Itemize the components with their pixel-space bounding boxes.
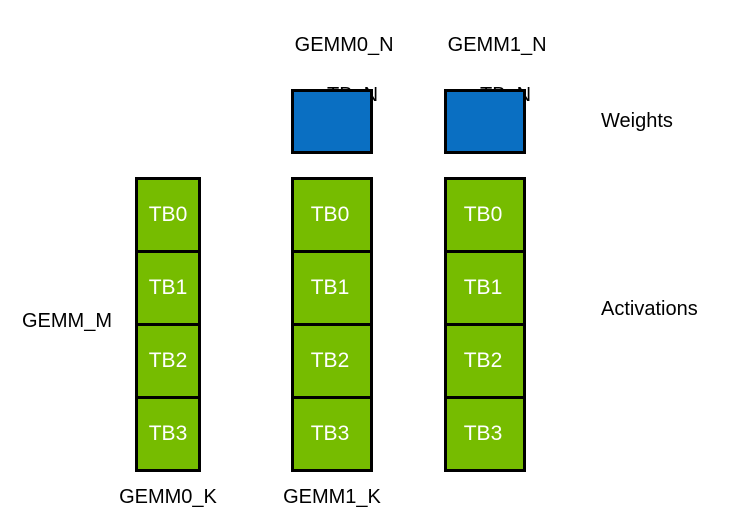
activation-cell: TB0 bbox=[444, 177, 526, 253]
activation-cell-label: TB2 bbox=[148, 349, 188, 372]
activation-cell-label: TB1 bbox=[463, 276, 503, 299]
activation-cell-label: TB0 bbox=[148, 203, 188, 226]
activation-cell-label: TB3 bbox=[310, 422, 350, 445]
activation-cell: TB0 bbox=[291, 177, 373, 253]
activation-cell: TB2 bbox=[444, 323, 526, 399]
gemm1-k-label: GEMM1_K bbox=[283, 486, 381, 508]
gemm0-weight-block bbox=[291, 89, 373, 154]
activation-cell-label: TB3 bbox=[463, 422, 503, 445]
activation-cell: TB3 bbox=[444, 396, 526, 472]
activations-row-label: Activations bbox=[601, 298, 698, 320]
activation-cell: TB0 bbox=[135, 177, 201, 253]
activation-cell: TB1 bbox=[291, 250, 373, 326]
activation-cell-label: TB2 bbox=[310, 349, 350, 372]
activation-cell-label: TB0 bbox=[310, 203, 350, 226]
activation-cell: TB2 bbox=[135, 323, 201, 399]
activation-cell-label: TB1 bbox=[148, 276, 188, 299]
gemm1-n-label-line1: GEMM1_N bbox=[447, 34, 547, 56]
activation-cell: TB1 bbox=[135, 250, 201, 326]
activation-cell: TB1 bbox=[444, 250, 526, 326]
activation-cell: TB2 bbox=[291, 323, 373, 399]
gemm0-k-label: GEMM0_K bbox=[119, 486, 217, 508]
activation-cell-label: TB2 bbox=[463, 349, 503, 372]
gemm-m-label: GEMM_M bbox=[22, 310, 112, 332]
activation-cell: TB3 bbox=[135, 396, 201, 472]
activation-cell: TB3 bbox=[291, 396, 373, 472]
activation-cell-label: TB3 bbox=[148, 422, 188, 445]
activation-cell-label: TB1 bbox=[310, 276, 350, 299]
weights-row-label: Weights bbox=[601, 110, 673, 132]
gemm1-weight-block bbox=[444, 89, 526, 154]
activation-cell-label: TB0 bbox=[463, 203, 503, 226]
gemm0-n-label-line1: GEMM0_N bbox=[294, 34, 394, 56]
